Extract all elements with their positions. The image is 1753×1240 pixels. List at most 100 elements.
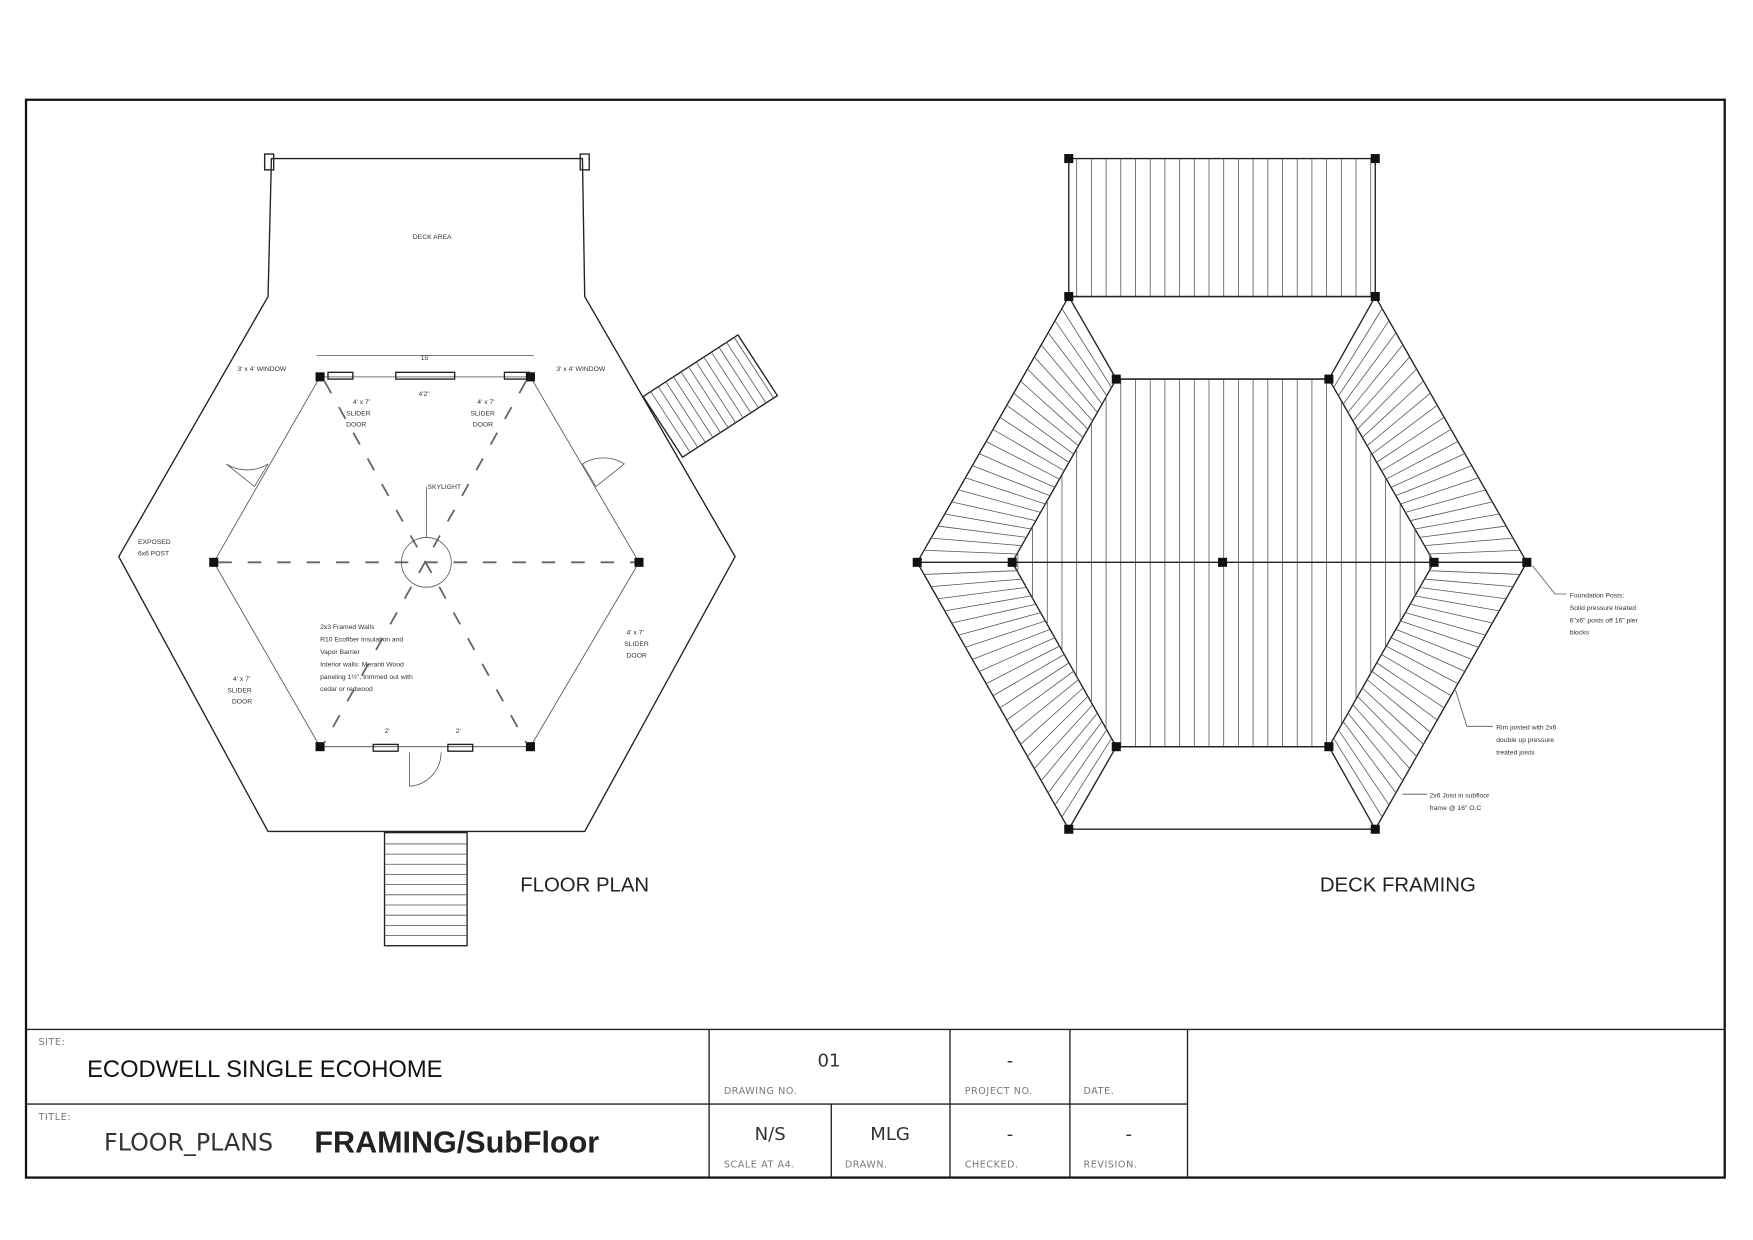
joist (999, 417, 1070, 463)
svg-text:SLIDER: SLIDER (346, 410, 371, 417)
post (1324, 742, 1334, 752)
joist (1006, 404, 1074, 455)
joist (1424, 578, 1514, 587)
scale-label: SCALE AT A4. (724, 1159, 795, 1170)
joist (937, 525, 1027, 538)
joist (1013, 392, 1079, 447)
svg-text:4' x 7': 4' x 7' (233, 676, 250, 683)
joist (999, 662, 1070, 709)
svg-text:double up pressure: double up pressure (1496, 737, 1554, 744)
svg-text:2x3 Framed Walls: 2x3 Framed Walls (320, 624, 375, 631)
joist (1376, 662, 1445, 709)
deck-area-label: DECK AREA (413, 234, 452, 241)
joist (965, 620, 1046, 648)
post (1064, 154, 1074, 164)
joist (1013, 679, 1079, 733)
joist (944, 513, 1032, 530)
post (1429, 557, 1439, 567)
joist (1047, 332, 1103, 405)
joist (972, 628, 1051, 660)
joist (958, 612, 1041, 636)
foundation-note: Foundation Posts:Solid pressure treated6… (1570, 592, 1639, 636)
joist (958, 489, 1041, 513)
joist (1027, 696, 1089, 757)
post (1370, 154, 1380, 164)
door-swing-right (581, 457, 625, 488)
joist (1400, 620, 1479, 648)
scale: N/S (755, 1124, 786, 1145)
joist (1342, 332, 1397, 405)
joist (1386, 441, 1459, 480)
joist (1371, 404, 1438, 455)
ridge-line (323, 380, 527, 743)
joist (924, 549, 1017, 555)
post (912, 557, 922, 567)
deck-framing: Foundation Posts:Solid pressure treated6… (912, 154, 1639, 896)
stair-tread (673, 376, 714, 438)
svg-text:paneling 1½", trimmed out with: paneling 1½", trimmed out with (320, 673, 413, 681)
stair-tread (680, 371, 721, 433)
svg-text:frame @ 16" O.C: frame @ 16" O.C (1430, 805, 1482, 812)
svg-text:2x6 Joist in subfloor: 2x6 Joist in subfloor (1430, 793, 1491, 800)
joist (1357, 368, 1417, 430)
wall-note: 2x3 Framed Walls R10 Ecofiber Insulation… (320, 624, 413, 693)
stair-tread (726, 342, 767, 404)
joist (1034, 356, 1093, 422)
svg-text:R10 Ecofiber Insulation and: R10 Ecofiber Insulation and (320, 636, 403, 643)
joist (1400, 477, 1479, 505)
joist (951, 603, 1036, 624)
dimension-2a: 2' (385, 728, 390, 735)
revision-label: REVISION. (1083, 1159, 1137, 1170)
joist (1424, 537, 1514, 547)
joist (1390, 637, 1465, 672)
stair-tread (711, 351, 752, 414)
joist (1333, 738, 1383, 818)
dimension-4-2: 4'2" (418, 391, 430, 398)
drawn-by: MLG (870, 1124, 910, 1145)
svg-text:4' x 7': 4' x 7' (477, 399, 494, 406)
date-label: DATE. (1083, 1086, 1114, 1097)
stair-tread (718, 347, 759, 409)
joist (1395, 628, 1472, 660)
revision: - (1125, 1124, 1132, 1145)
posts (209, 372, 644, 752)
joist (1376, 417, 1445, 463)
site-name: ECODWELL SINGLE ECOHOME (87, 1056, 442, 1083)
post (1324, 374, 1334, 384)
svg-text:DOOR: DOOR (473, 422, 493, 429)
project-no: - (1007, 1051, 1014, 1072)
stair-tread (657, 386, 699, 448)
post (1370, 292, 1380, 302)
joist (1338, 729, 1390, 806)
title-b: FRAMING/SubFloor (314, 1126, 599, 1160)
joist (1333, 308, 1383, 388)
joist (1405, 489, 1486, 513)
svg-text:Foundation Posts:: Foundation Posts: (1570, 592, 1625, 599)
svg-text:Interior walls: Meranti Wood: Interior walls: Meranti Wood (320, 661, 404, 668)
site-label: SITE: (38, 1037, 65, 1048)
title-block: SITE: ECODWELL SINGLE ECOHOME TITLE: FLO… (26, 1028, 1725, 1178)
floor-plan: DECK AREA 15' 4'2" 3' x 4' WINDOW 3' x 4… (117, 153, 779, 947)
joist (1347, 712, 1404, 781)
sheet-border (24, 98, 1726, 1179)
joist (965, 477, 1046, 505)
dimension-15: 15' (421, 355, 430, 362)
joist (930, 537, 1022, 547)
project-no-label: PROJECT NO. (965, 1086, 1033, 1097)
joist (1366, 679, 1431, 733)
svg-text:DOOR: DOOR (627, 652, 647, 659)
joist (1429, 549, 1520, 555)
svg-text:cedar or redwood: cedar or redwood (320, 686, 373, 693)
joist (1419, 587, 1507, 600)
joist (1386, 645, 1459, 684)
dimension-2b: 2' (456, 728, 461, 735)
joist (985, 441, 1060, 480)
joist (1352, 704, 1410, 769)
joist (1020, 380, 1084, 438)
svg-text:SLIDER: SLIDER (624, 641, 649, 648)
post (1522, 557, 1532, 567)
joist (1061, 738, 1112, 818)
